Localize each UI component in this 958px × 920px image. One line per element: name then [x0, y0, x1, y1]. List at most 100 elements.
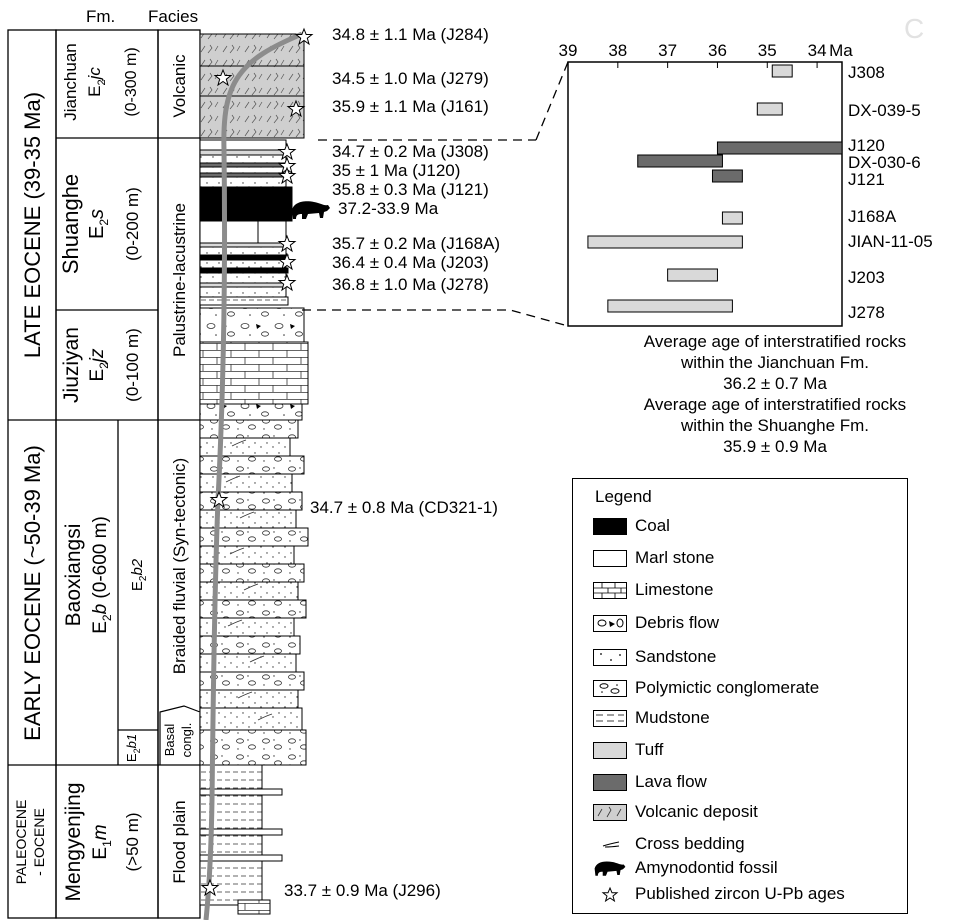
age-range-bar	[637, 154, 723, 168]
legend-label: Amynodontid fossil	[635, 858, 778, 877]
sample-label: J203	[848, 268, 885, 287]
formation-jiuziyan: Jiuziyan E2jz (0-100 m)	[60, 327, 142, 403]
legend-label: Debris flow	[635, 613, 720, 632]
axis-tick-label: 36	[708, 41, 727, 60]
legend-label: Volcanic deposit	[635, 802, 758, 821]
avg-line: Average age of interstratified rocks	[643, 332, 907, 351]
formation-symbol: E	[90, 847, 111, 860]
legend-label: Limestone	[635, 580, 714, 599]
formation-thickness: (0-100 m)	[123, 328, 142, 402]
age-label: 35 ± 1 Ma (J120)	[332, 161, 460, 180]
legend-item-conglomerate: Polymictic conglomerate	[593, 677, 819, 699]
legend-item-cross-bedding: Cross bedding	[593, 833, 745, 855]
legend-item-fossil: Amynodontid fossil	[593, 857, 778, 879]
lava-swatch	[593, 773, 627, 791]
rhino-icon	[594, 860, 626, 876]
legend-item-limestone: Limestone	[593, 579, 713, 601]
epoch-paleocene-eocene-1: PALEOCENE	[13, 800, 29, 885]
age-labels: 34.8 ± 1.1 Ma (J284) 34.5 ± 1.0 Ma (J279…	[284, 25, 500, 900]
sample-label: J120	[848, 136, 885, 155]
axis-tick-label: 34	[808, 41, 827, 60]
svg-text:E2jz: E2jz	[87, 348, 111, 382]
basal-bracket	[159, 705, 201, 765]
facies-palustrine: Palustrine-lacustrine	[170, 203, 189, 357]
age-label: 34.7 ± 0.8 Ma (CD321-1)	[310, 498, 498, 517]
epoch-early-eocene: EARLY EOCENE (~50-39 Ma)	[20, 445, 45, 741]
facies-basal-1: Basal	[162, 724, 177, 757]
legend-label: Lava flow	[635, 772, 707, 791]
cross-bedding-marks	[225, 439, 273, 721]
zoom-connector-bottom	[302, 309, 569, 327]
coal-swatch	[593, 517, 627, 535]
age-range-bar	[711, 169, 743, 183]
legend-item-sandstone: Sandstone	[593, 646, 716, 668]
legend-label: Coal	[635, 516, 670, 535]
age-range-bar	[771, 64, 793, 78]
svg-text:E1m: E1m	[90, 824, 114, 859]
legend-item-mudstone: Mudstone	[593, 707, 710, 729]
legend-label: Polymictic conglomerate	[635, 678, 820, 697]
formation-jianchuan: Jianchuan E2jc (0-300 m)	[61, 43, 140, 121]
legend-label: Published zircon U-Pb ages	[635, 884, 845, 903]
star-icon	[200, 27, 314, 897]
chart-frame	[567, 61, 843, 327]
sample-label: DX-039-5	[848, 101, 921, 120]
sample-label: J278	[848, 303, 885, 322]
cross-bedding-icon	[602, 841, 620, 847]
epoch-late-eocene: LATE EOCENE (39-35 Ma)	[20, 92, 45, 358]
legend: Legend Coal Marl stone Limestone Debris …	[572, 478, 908, 914]
svg-text:E2s: E2s	[86, 209, 111, 239]
member-b2: E2b2	[129, 558, 149, 591]
formation-name: Jianchuan	[61, 43, 80, 121]
axis-tick-label: 39	[559, 41, 578, 60]
watermark-mark: C	[904, 13, 924, 44]
legend-label: Cross bedding	[635, 834, 745, 853]
debris-swatch	[593, 614, 627, 632]
formation-mengyenjing: Mengyenjing E1m (>50 m)	[62, 782, 142, 901]
axis-tick-label: 38	[608, 41, 627, 60]
lithologic-column	[199, 33, 309, 915]
age-range-bar	[756, 102, 783, 116]
sample-label: J168A	[848, 207, 897, 226]
avg-line: 36.2 ± 0.7 Ma	[723, 374, 827, 393]
legend-item-zircon: Published zircon U-Pb ages	[593, 883, 845, 905]
rhino-icon	[292, 201, 330, 219]
marl-swatch	[593, 549, 627, 567]
legend-label: Tuff	[635, 740, 664, 759]
legend-label: Mudstone	[635, 708, 710, 727]
formation-symbol: E	[87, 369, 108, 382]
facies-flood-plain: Flood plain	[170, 800, 189, 883]
legend-item-lava: Lava flow	[593, 771, 707, 793]
age-label: 35.8 ± 0.3 Ma (J121)	[332, 180, 489, 199]
legend-label: Sandstone	[635, 647, 717, 666]
legend-item-coal: Coal	[593, 515, 670, 537]
legend-item-debris: Debris flow	[593, 612, 719, 634]
formation-name: Mengyenjing	[62, 782, 85, 901]
formation-name: Shuanghe	[58, 174, 83, 274]
facies-basal-2: congl.	[179, 723, 194, 758]
age-range-bar	[667, 268, 718, 282]
facies-header: Facies	[148, 7, 198, 26]
age-label: 36.8 ± 1.0 Ma (J278)	[332, 275, 489, 294]
age-label: 34.7 ± 0.2 Ma (J308)	[332, 142, 489, 161]
mudstone-swatch	[593, 709, 627, 727]
sample-label: JIAN-11-05	[848, 232, 933, 251]
sample-label: J308	[848, 63, 885, 82]
axis-unit-label: Ma	[829, 41, 853, 60]
legend-title: Legend	[595, 487, 652, 506]
avg-line: Average age of interstratified rocks	[643, 395, 907, 414]
avg-line: within the Shuanghe Fm.	[680, 416, 870, 435]
avg-line: 35.9 ± 0.9 Ma	[723, 437, 827, 456]
facies-braided: Braided fluvial (Syn-tectonic)	[170, 458, 189, 674]
avg-line: within the Jianchuan Fm.	[680, 353, 870, 372]
age-label: 34.5 ± 1.0 Ma (J279)	[332, 69, 489, 88]
conglomerate-swatch	[593, 679, 627, 697]
legend-label: Marl stone	[635, 548, 715, 567]
age-range-bar	[721, 211, 743, 225]
sample-label: DX-030-6	[848, 153, 921, 172]
legend-item-marl: Marl stone	[593, 547, 714, 569]
formation-symbol: E	[86, 226, 108, 239]
age-label: 36.4 ± 0.4 Ma (J203)	[332, 253, 489, 272]
